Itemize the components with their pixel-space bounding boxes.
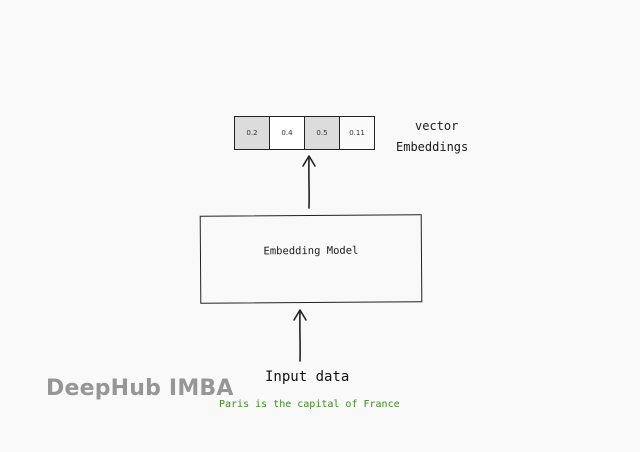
vector-label-line2: Embeddings — [396, 140, 469, 154]
vector-label-line1: vector — [415, 119, 459, 133]
vector-embeddings-label: vector Embeddings — [396, 116, 468, 158]
embedding-model-box: Embedding Model — [199, 214, 423, 304]
vector-cell: 0.2 — [234, 116, 270, 150]
input-data-label: Input data — [265, 369, 350, 385]
vector-cell: 0.11 — [339, 116, 375, 150]
embedding-model-label: Embedding Model — [263, 244, 359, 258]
embedding-vector: 0.2 0.4 0.5 0.11 — [234, 116, 375, 150]
input-example-text: Paris is the capital of France — [219, 399, 400, 410]
input-to-model-arrow — [293, 309, 307, 362]
vector-cell: 0.4 — [269, 116, 305, 150]
vector-cell: 0.5 — [304, 116, 340, 150]
model-to-vector-arrow — [302, 155, 316, 209]
watermark-logo: DeepHub IMBA — [46, 376, 234, 401]
